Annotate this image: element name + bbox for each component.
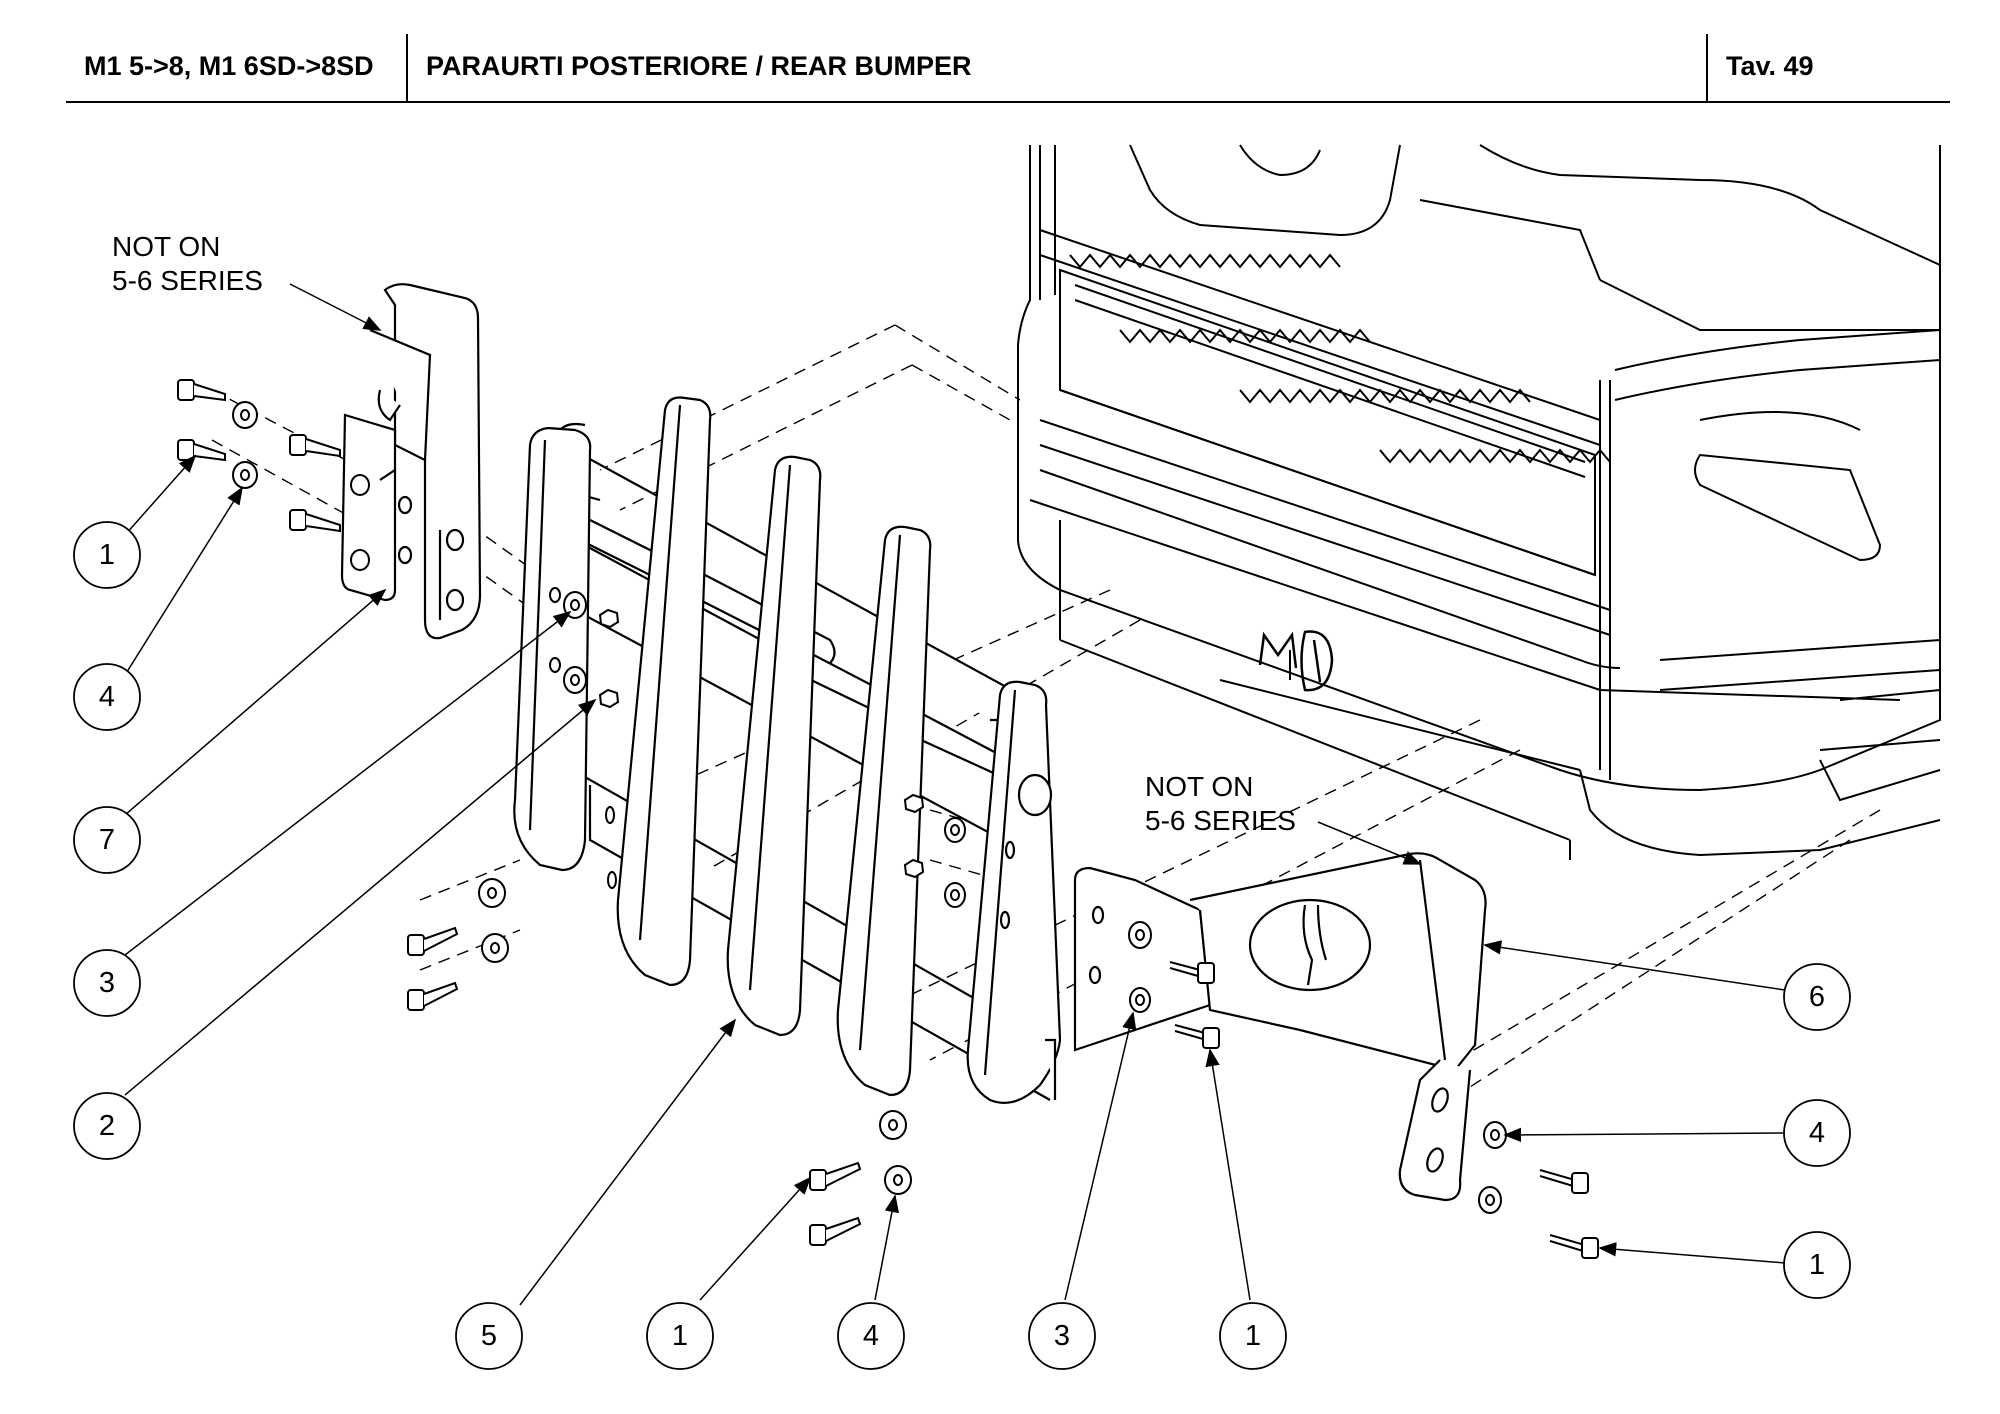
callout-label: 2: [99, 1110, 115, 1142]
machine-grille-pattern: [1069, 253, 1611, 464]
callout-balloon: 6: [1783, 963, 1851, 1031]
note-left-line1: NOT ON: [112, 231, 220, 262]
callout-label: 1: [1245, 1320, 1261, 1352]
callout-label: 1: [672, 1320, 688, 1352]
table-divider: [1706, 34, 1708, 102]
title-divider: [406, 34, 408, 102]
note-left: NOT ON 5-6 SERIES: [112, 231, 382, 331]
header-rule: [66, 101, 1950, 103]
title-block: M1 5->8, M1 6SD->8SD PARAURTI POSTERIORE…: [66, 30, 1950, 102]
callout-balloon: 1: [646, 1302, 714, 1370]
callout-label: 1: [99, 539, 115, 571]
drawing-title: PARAURTI POSTERIORE / REAR BUMPER: [426, 50, 972, 81]
note-right-line2: 5-6 SERIES: [1145, 805, 1296, 836]
machine-m1-logo: [1258, 630, 1334, 692]
callout-label: 7: [99, 824, 115, 856]
callout-balloon: 4: [1783, 1099, 1851, 1167]
bolts-left-bracket: [177, 379, 370, 571]
callout-leaders: [124, 454, 1786, 1306]
bolts-frame-lower-left: [407, 878, 912, 1246]
callout-label: 5: [481, 1320, 497, 1352]
callout-balloon: 3: [1028, 1302, 1096, 1370]
callout-balloon: 3: [73, 949, 141, 1017]
callout-balloon: 2: [73, 1092, 141, 1160]
callout-balloons: 1 4 7 3 2 6 4 1 5 1 4 3 1: [73, 521, 1851, 1370]
callout-balloon: 1: [1219, 1302, 1287, 1370]
callout-label: 3: [1054, 1320, 1070, 1352]
callout-balloon: 4: [837, 1302, 905, 1370]
callout-balloon: 4: [73, 663, 141, 731]
callout-label: 6: [1809, 981, 1825, 1013]
note-right: NOT ON 5-6 SERIES: [1145, 771, 1422, 865]
callout-label: 4: [1809, 1117, 1825, 1149]
bolts-right-bracket: [1128, 921, 1599, 1259]
bracket-right: [1073, 852, 1487, 1202]
callout-label: 3: [99, 967, 115, 999]
callout-balloon: 1: [73, 521, 141, 589]
bracket-left: [340, 283, 482, 640]
note-left-leader: [289, 283, 382, 331]
callout-balloon: 7: [73, 806, 141, 874]
table-number: Tav. 49: [1726, 50, 1814, 81]
model-range: M1 5->8, M1 6SD->8SD: [84, 50, 374, 81]
note-left-line2: 5-6 SERIES: [112, 265, 263, 296]
callout-balloon: 5: [455, 1302, 523, 1370]
note-right-leader: [1317, 821, 1422, 865]
note-right-line1: NOT ON: [1145, 771, 1253, 802]
callout-label: 4: [99, 681, 115, 713]
assembly-lines: [211, 324, 1881, 1101]
callout-balloon: 1: [1783, 1231, 1851, 1299]
bumper-plates: [513, 396, 1062, 1104]
callout-label: 1: [1809, 1249, 1825, 1281]
callout-label: 4: [863, 1320, 879, 1352]
machine-rear-body: [1017, 144, 1941, 860]
